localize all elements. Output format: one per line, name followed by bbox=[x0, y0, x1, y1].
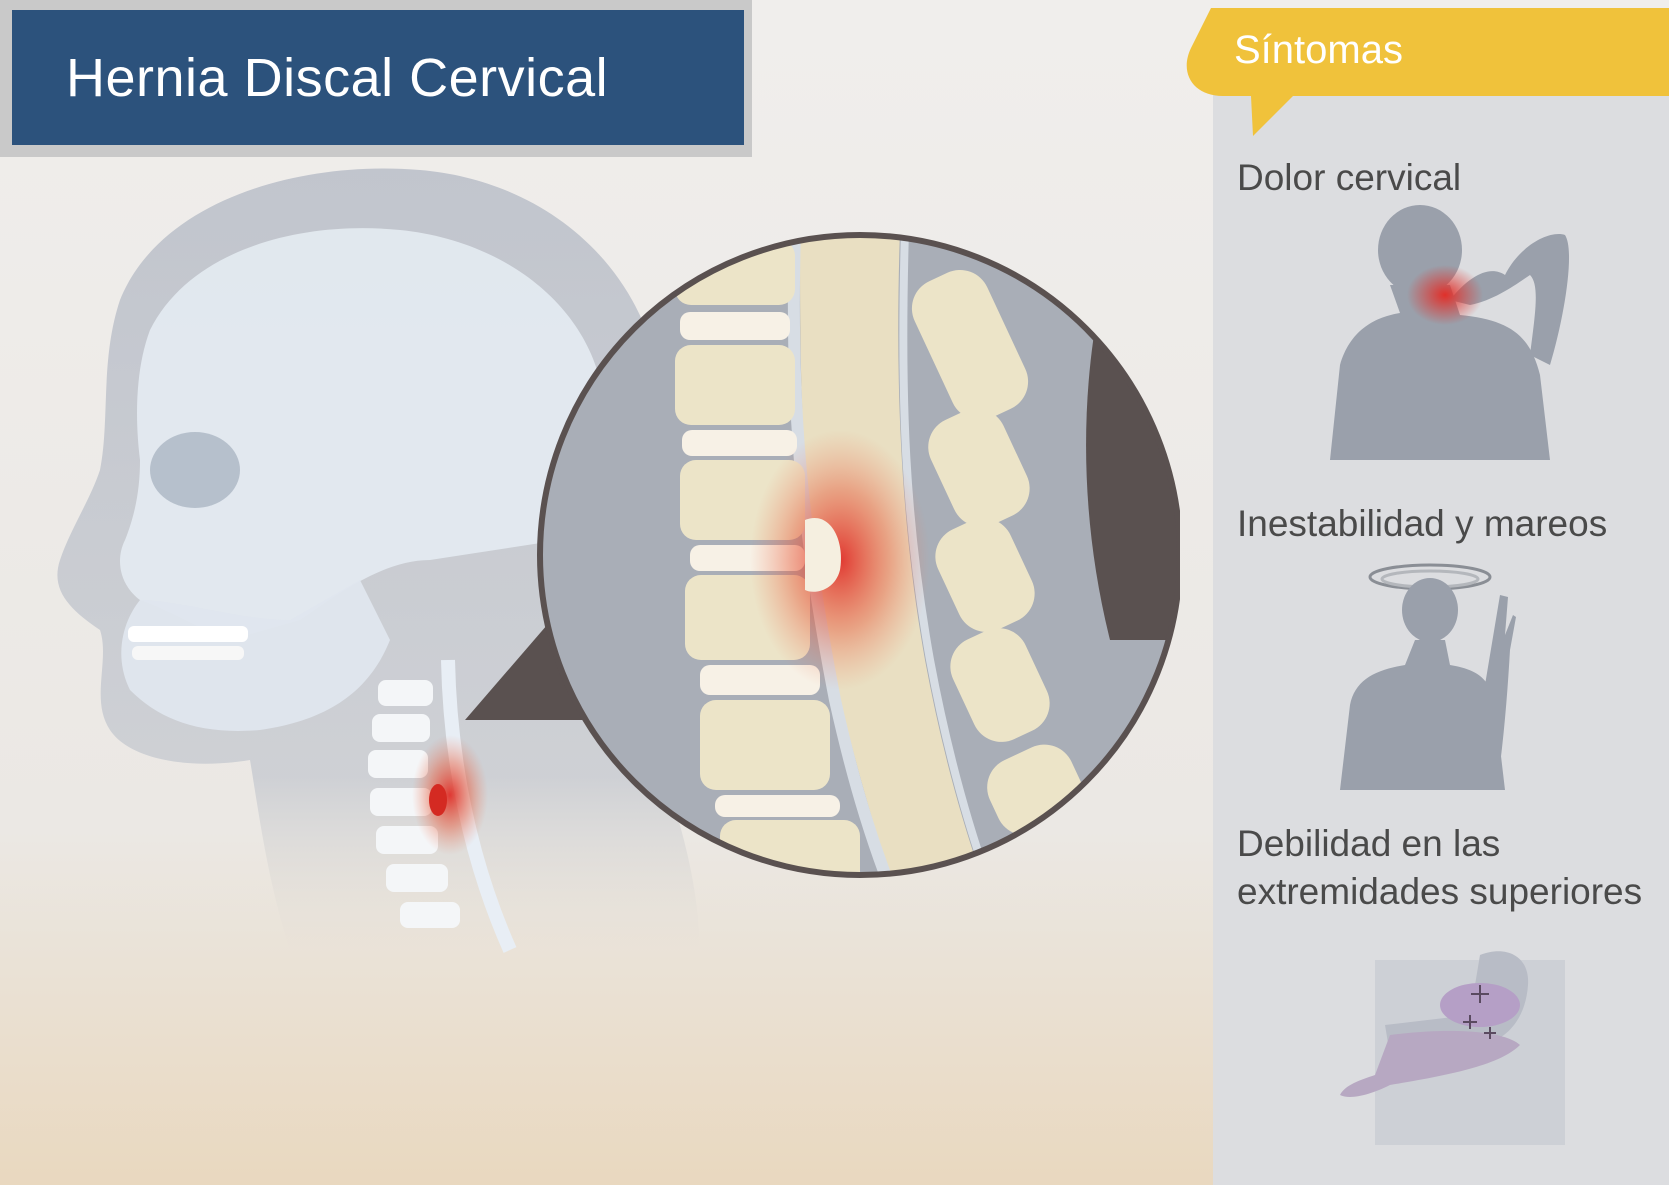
tab-shape bbox=[1186, 8, 1669, 136]
title-frame: Hernia Discal Cervical bbox=[0, 0, 752, 157]
skull bbox=[120, 228, 606, 640]
neck-pain-figure-icon bbox=[1330, 205, 1570, 460]
symptom-label-neck-pain: Dolor cervical bbox=[1237, 157, 1462, 198]
symptom-label-arm-weakness: Debilidad en las extremidades superiores bbox=[1237, 823, 1643, 912]
page-title: Hernia Discal Cervical bbox=[12, 10, 744, 145]
symptoms-header: Síntomas bbox=[1234, 28, 1403, 72]
cervical-spine-illustration bbox=[57, 168, 1180, 981]
symptoms-tab: Síntomas bbox=[1183, 8, 1669, 136]
symptom-label-dizziness: Inestabilidad y mareos bbox=[1237, 503, 1608, 544]
arm-weakness-icon bbox=[1340, 951, 1565, 1145]
dizziness-figure-icon bbox=[1340, 563, 1516, 790]
